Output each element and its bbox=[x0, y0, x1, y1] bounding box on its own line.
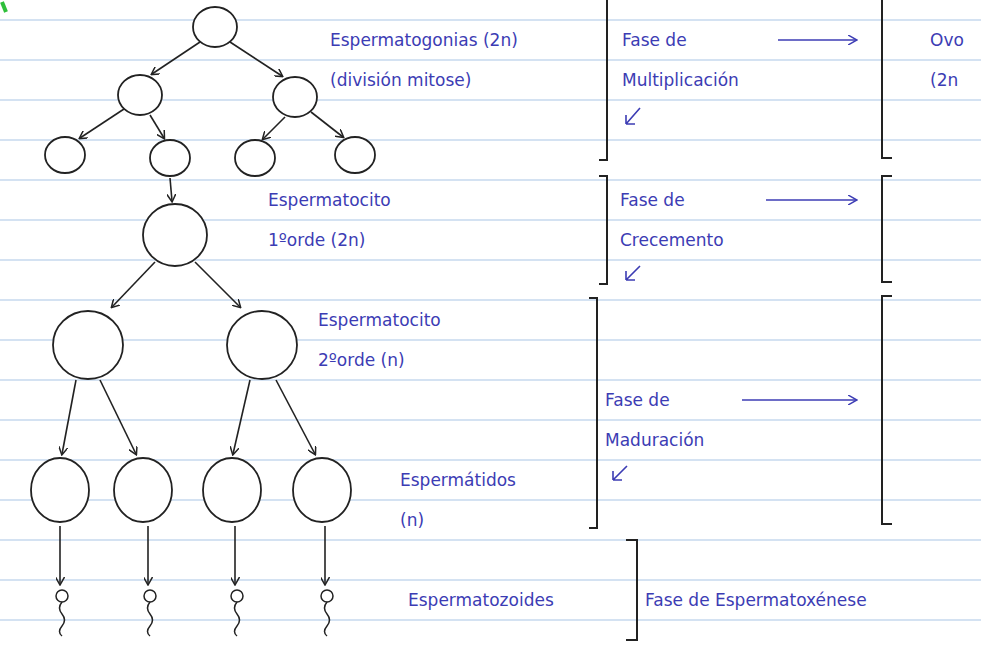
rule bbox=[0, 379, 981, 380]
cell-label: Espermatogonias (2n)(división mitose) bbox=[330, 20, 545, 100]
division-arrow bbox=[311, 112, 343, 137]
cell-label: Espermatocito 1ºorde (2n) bbox=[268, 180, 418, 260]
cell-label: Espermatocito 2ºorde (n) bbox=[318, 300, 478, 380]
phase-label: Fase de Crecemento bbox=[620, 180, 760, 260]
rule bbox=[0, 59, 981, 60]
division-arrow bbox=[233, 380, 250, 454]
phase-arrows bbox=[613, 40, 856, 480]
phase-label: Fase de Multiplicación bbox=[622, 20, 772, 100]
primary-spermatocyte-cell bbox=[143, 204, 207, 266]
tick-arrow bbox=[626, 266, 640, 280]
phase-label: Fase de Espermatoxénese bbox=[645, 580, 965, 620]
rule bbox=[0, 339, 981, 340]
bracket bbox=[882, 296, 892, 524]
rule bbox=[0, 619, 981, 620]
ruled-lines bbox=[0, 20, 981, 620]
bracket bbox=[599, 0, 607, 160]
spermatozoa bbox=[56, 590, 333, 636]
maturation-arrow bbox=[59, 526, 61, 584]
spermatid-cell bbox=[114, 458, 172, 522]
rule bbox=[0, 259, 981, 260]
spermatogonium-cell bbox=[235, 140, 275, 176]
growth-arrow bbox=[170, 178, 172, 201]
bracket bbox=[882, 176, 892, 282]
rule bbox=[0, 179, 981, 180]
division-arrow bbox=[263, 117, 285, 139]
phase-arrow bbox=[766, 199, 856, 201]
sperm-tail bbox=[235, 602, 240, 636]
sperm-tail bbox=[148, 602, 153, 636]
sperm-tail bbox=[60, 602, 65, 636]
spermatogonium-cell bbox=[150, 140, 190, 176]
cell-label: Espermatozoides bbox=[408, 580, 608, 620]
rule bbox=[0, 299, 981, 300]
cell-label: Espermátidos (n) bbox=[400, 460, 530, 540]
maturation-arrow bbox=[147, 526, 149, 584]
sperm-head bbox=[56, 590, 68, 602]
division-arrow bbox=[62, 380, 76, 454]
spermatogonium-cell bbox=[273, 77, 317, 117]
division-arrow bbox=[112, 262, 155, 307]
division-arrow bbox=[276, 380, 315, 454]
division-arrow bbox=[195, 262, 240, 307]
maturation-arrow bbox=[324, 526, 326, 584]
spermatid-cell bbox=[203, 458, 261, 522]
phase-label: Fase de Maduración bbox=[605, 380, 735, 460]
tick-arrow bbox=[626, 108, 640, 124]
sperm-tail bbox=[325, 602, 330, 636]
tree-arrows bbox=[60, 42, 343, 584]
secondary-spermatocyte-cell bbox=[53, 311, 123, 379]
phase-arrow bbox=[778, 39, 856, 41]
division-arrow bbox=[152, 42, 200, 74]
spermatogonium-cell bbox=[193, 7, 237, 47]
maturation-arrow bbox=[234, 526, 236, 584]
bracket bbox=[882, 0, 892, 158]
spermatid-cell bbox=[31, 458, 89, 522]
rule bbox=[0, 539, 981, 540]
green-mark bbox=[2, 2, 6, 12]
phase-arrow bbox=[742, 399, 856, 401]
tick-arrow bbox=[613, 466, 627, 480]
cell-tree bbox=[31, 7, 375, 522]
brackets bbox=[589, 0, 892, 640]
bracket bbox=[626, 540, 637, 640]
spermatid-cell bbox=[293, 458, 351, 522]
rule bbox=[0, 139, 981, 140]
sperm-head bbox=[144, 590, 156, 602]
rule bbox=[0, 579, 981, 580]
division-arrow bbox=[80, 109, 124, 138]
spermatogonium-cell bbox=[118, 75, 162, 115]
bracket bbox=[599, 176, 607, 284]
cut-off-label: Ovo (2n bbox=[930, 20, 975, 100]
spermatogonium-cell bbox=[335, 137, 375, 173]
sperm-head bbox=[231, 590, 243, 602]
division-arrow bbox=[150, 115, 164, 138]
rule bbox=[0, 19, 981, 20]
bracket bbox=[589, 298, 597, 528]
sperm-head bbox=[321, 590, 333, 602]
spermatogonium-cell bbox=[45, 137, 85, 173]
division-arrow bbox=[100, 380, 136, 454]
division-arrow bbox=[230, 42, 282, 76]
secondary-spermatocyte-cell bbox=[227, 311, 297, 379]
rule bbox=[0, 419, 981, 420]
